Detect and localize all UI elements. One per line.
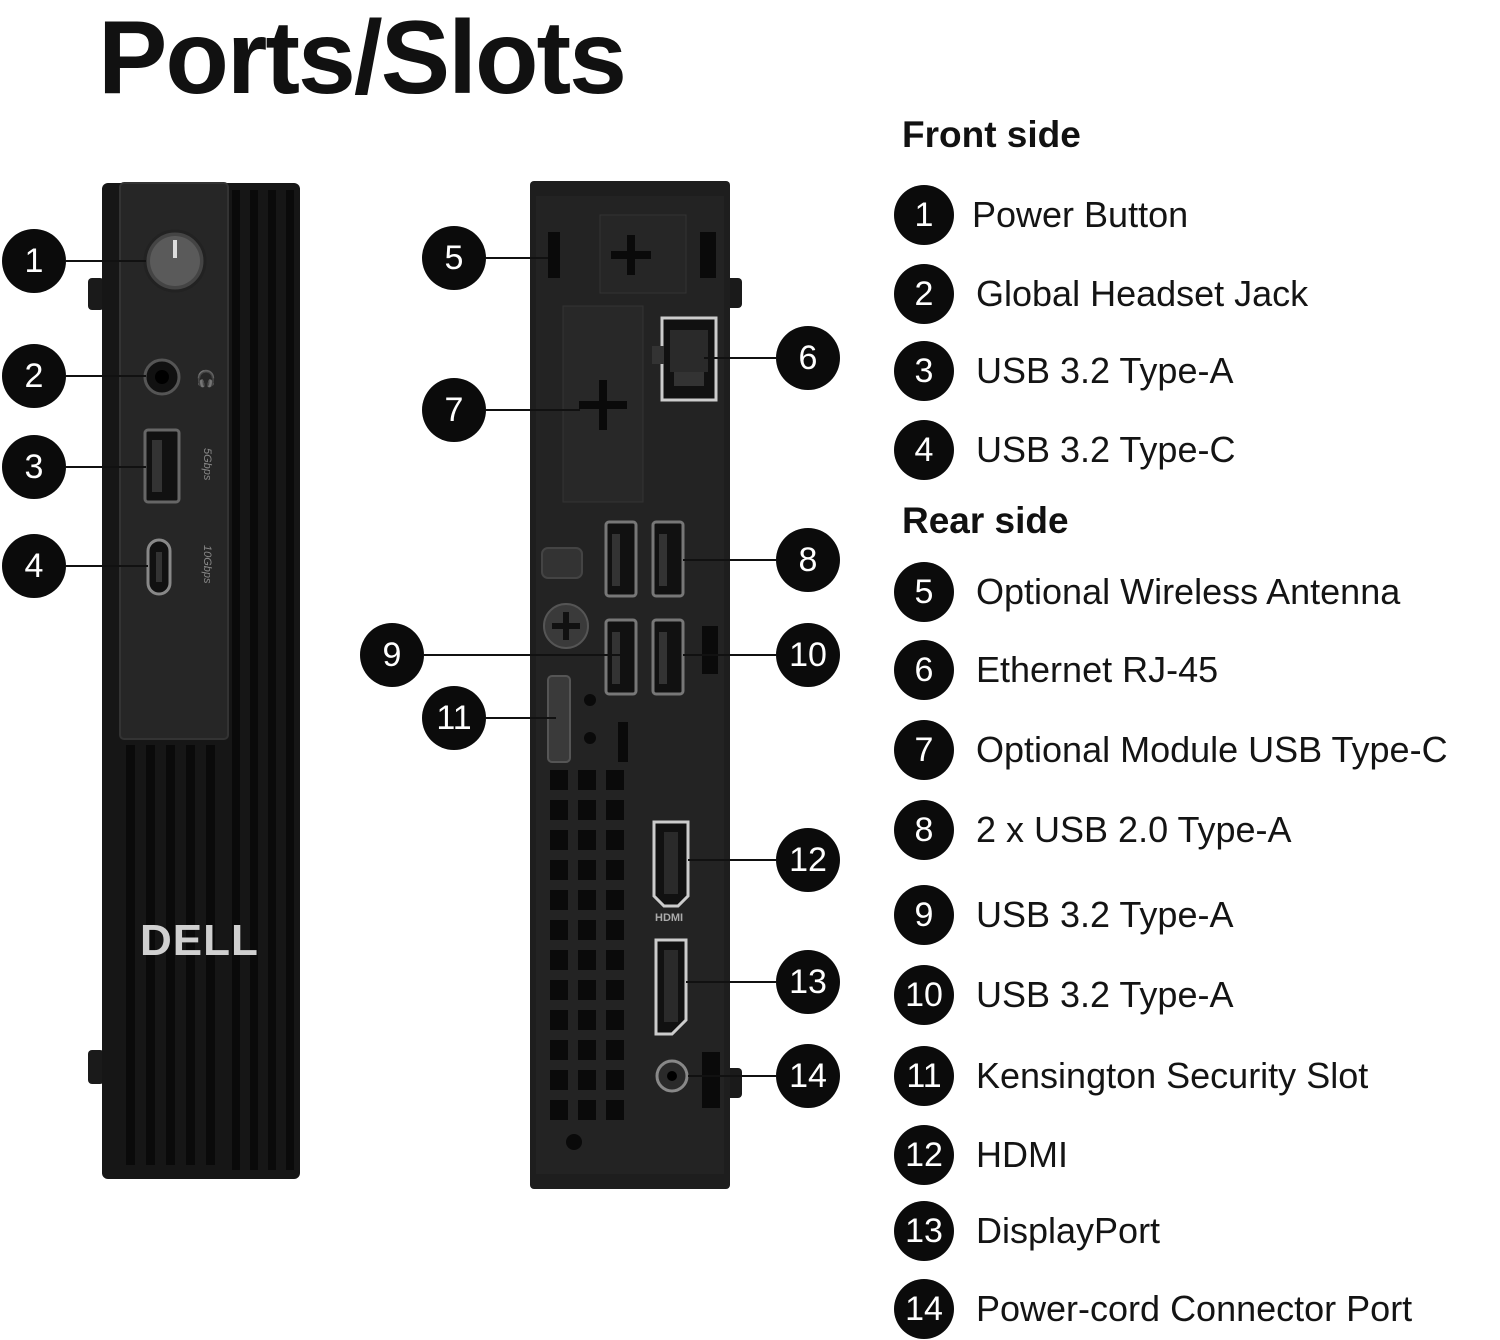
callout-2: 2	[2, 344, 66, 408]
legend-item: 2 Global Headset Jack	[894, 263, 1308, 325]
usb-c-illustration	[146, 538, 172, 596]
callout-10: 10	[776, 623, 840, 687]
legend-badge: 1	[894, 185, 954, 245]
callout-14: 14	[776, 1044, 840, 1108]
headset-jack-illustration: 🎧	[143, 358, 216, 396]
hdmi-marking: HDMI	[655, 912, 683, 924]
usb-a-speed-marking: 5Gbps	[201, 448, 213, 481]
legend-badge: 12	[894, 1125, 954, 1185]
legend-item: 12 HDMI	[894, 1124, 1068, 1186]
rear-device: HDMI	[424, 181, 776, 1189]
callout-1: 1	[2, 229, 66, 293]
legend-label: HDMI	[976, 1134, 1068, 1175]
svg-text:🎧: 🎧	[196, 369, 216, 388]
callout-11: 11	[422, 686, 486, 750]
front-side-heading: Front side	[902, 114, 1081, 155]
vent-grid	[550, 770, 624, 1120]
legend-item: 6 Ethernet RJ-45	[894, 639, 1218, 701]
legend-item: 14 Power-cord Connector Port	[894, 1278, 1412, 1340]
legend-item: 7 Optional Module USB Type-C	[894, 719, 1448, 781]
legend-item: 13 DisplayPort	[894, 1200, 1160, 1262]
rj45-illustration	[652, 316, 718, 402]
legend-badge: 2	[894, 264, 954, 324]
legend-badge: 5	[894, 562, 954, 622]
callout-6: 6	[776, 326, 840, 390]
legend-item: 1 Power Button	[894, 184, 1188, 246]
legend-badge: 8	[894, 800, 954, 860]
legend-label: Power Button	[972, 194, 1189, 235]
callout-9: 9	[360, 623, 424, 687]
power-connector-illustration	[655, 1059, 689, 1093]
dell-logo: DELL	[140, 916, 259, 965]
legend-badge: 11	[894, 1046, 954, 1106]
legend-label: Ethernet RJ-45	[976, 649, 1219, 690]
legend-item: 4 USB 3.2 Type-C	[894, 419, 1235, 481]
legend-badge: 7	[894, 720, 954, 780]
usb-c-speed-marking: 10Gbps	[201, 545, 213, 584]
legend-badge: 14	[894, 1279, 954, 1339]
legend-label: DisplayPort	[976, 1210, 1161, 1251]
hdmi-illustration	[652, 820, 690, 908]
legend-badge: 13	[894, 1201, 954, 1261]
legend-label: Power-cord Connector Port	[976, 1288, 1413, 1329]
legend-label: USB 3.2 Type-A	[976, 350, 1234, 391]
page-title: Ports/Slots	[98, 0, 627, 116]
legend-item: 9 USB 3.2 Type-A	[894, 884, 1233, 946]
callout-8: 8	[776, 528, 840, 592]
legend-badge: 10	[894, 965, 954, 1025]
usb-a-illustration	[143, 428, 181, 504]
legend-label: USB 3.2 Type-A	[976, 974, 1234, 1015]
callout-12: 12	[776, 828, 840, 892]
callout-3: 3	[2, 435, 66, 499]
legend-item: 3 USB 3.2 Type-A	[894, 340, 1233, 402]
legend-item: 5 Optional Wireless Antenna	[894, 561, 1400, 623]
legend-label: USB 3.2 Type-C	[976, 429, 1236, 470]
legend-badge: 4	[894, 420, 954, 480]
legend-item: 11 Kensington Security Slot	[894, 1045, 1368, 1107]
displayport-illustration	[654, 938, 688, 1036]
usb2-illustration	[604, 520, 685, 598]
legend-label: Optional Module USB Type-C	[976, 729, 1448, 770]
legend-badge: 6	[894, 640, 954, 700]
callout-7: 7	[422, 378, 486, 442]
rear-side-heading: Rear side	[902, 500, 1069, 541]
legend-label: Kensington Security Slot	[976, 1055, 1369, 1096]
device-illustration: 🎧 5Gbps 10Gbps DELL	[66, 181, 776, 1189]
legend-item: 8 2 x USB 2.0 Type-A	[894, 799, 1292, 861]
power-button-illustration	[143, 229, 207, 293]
legend-label: 2 x USB 2.0 Type-A	[976, 809, 1292, 850]
front-device: 🎧 5Gbps 10Gbps DELL	[66, 182, 300, 1179]
legend-label: USB 3.2 Type-A	[976, 894, 1234, 935]
legend-label: Global Headset Jack	[976, 273, 1309, 314]
legend-badge: 9	[894, 885, 954, 945]
usb3-illustration	[604, 618, 685, 696]
legend-badge: 3	[894, 341, 954, 401]
legend-label: Optional Wireless Antenna	[976, 571, 1401, 612]
callout-4: 4	[2, 534, 66, 598]
legend-item: 10 USB 3.2 Type-A	[894, 964, 1233, 1026]
callout-13: 13	[776, 950, 840, 1014]
callout-5: 5	[422, 226, 486, 290]
